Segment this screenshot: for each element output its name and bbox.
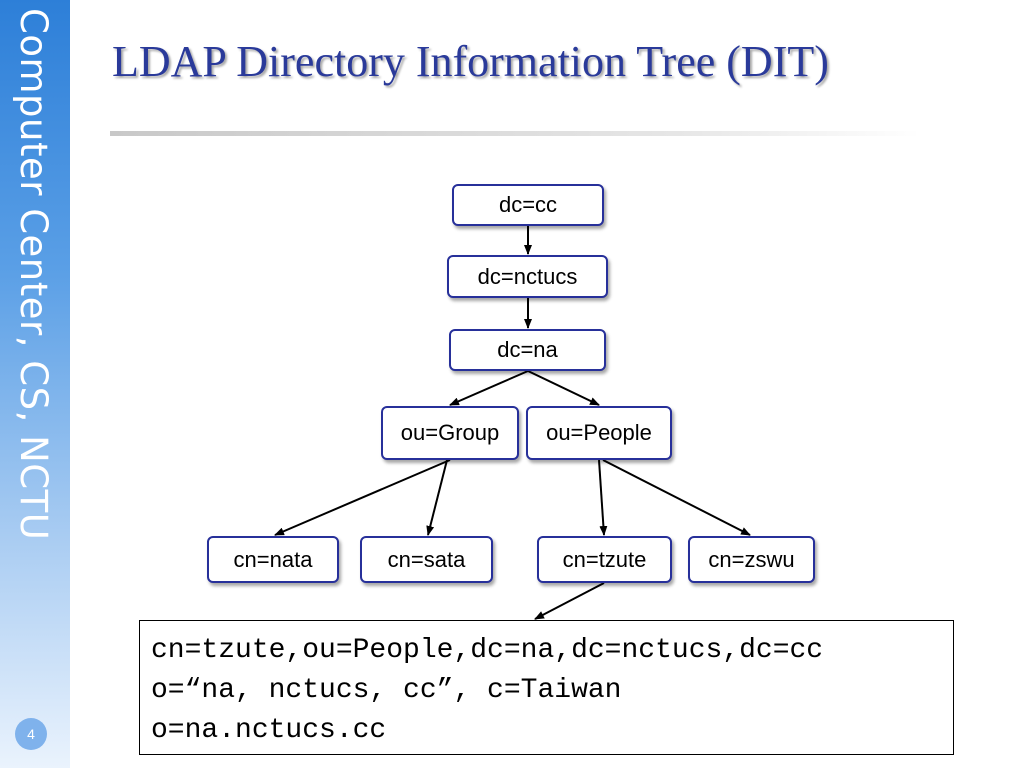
- node-cn-nata: cn=nata: [207, 536, 339, 583]
- node-cn-sata: cn=sata: [360, 536, 493, 583]
- edge-dc-na-to-ou-group: [449, 370, 529, 406]
- node-dc-na: dc=na: [449, 329, 606, 371]
- node-cn-zswu: cn=zswu: [688, 536, 815, 583]
- edge-ou-group-to-cn-sata: [426, 459, 448, 536]
- node-dc-nctucs: dc=nctucs: [447, 255, 608, 298]
- page-title: LDAP Directory Information Tree (DIT): [112, 37, 829, 86]
- edge-ou-people-to-cn-tzute: [598, 459, 608, 536]
- edge-cn-tzute-to-dn-box: [534, 582, 605, 620]
- dn-line: cn=tzute,ou=People,dc=na,dc=nctucs,dc=cc: [151, 635, 824, 666]
- node-ou-group: ou=Group: [381, 406, 519, 460]
- sidebar-title: Computer Center, CS, NCTU: [12, 8, 55, 541]
- sidebar: Computer Center, CS, NCTU 4: [0, 0, 70, 768]
- dn-line: o=na.nctucs.cc: [151, 715, 387, 746]
- node-ou-people: ou=People: [526, 406, 672, 460]
- dn-example-box: cn=tzute,ou=People,dc=na,dc=nctucs,dc=cc…: [139, 620, 954, 755]
- node-cn-tzute: cn=tzute: [537, 536, 672, 583]
- edge-ou-group-to-cn-nata: [274, 459, 451, 536]
- edge-dc-na-to-ou-people: [527, 370, 600, 406]
- edge-ou-people-to-cn-zswu: [602, 459, 751, 536]
- node-dc-cc: dc=cc: [452, 184, 604, 226]
- dn-line: o=“na, nctucs, cc”, c=Taiwan: [151, 675, 622, 706]
- title-divider: [110, 131, 920, 136]
- page-number-badge: 4: [15, 718, 47, 750]
